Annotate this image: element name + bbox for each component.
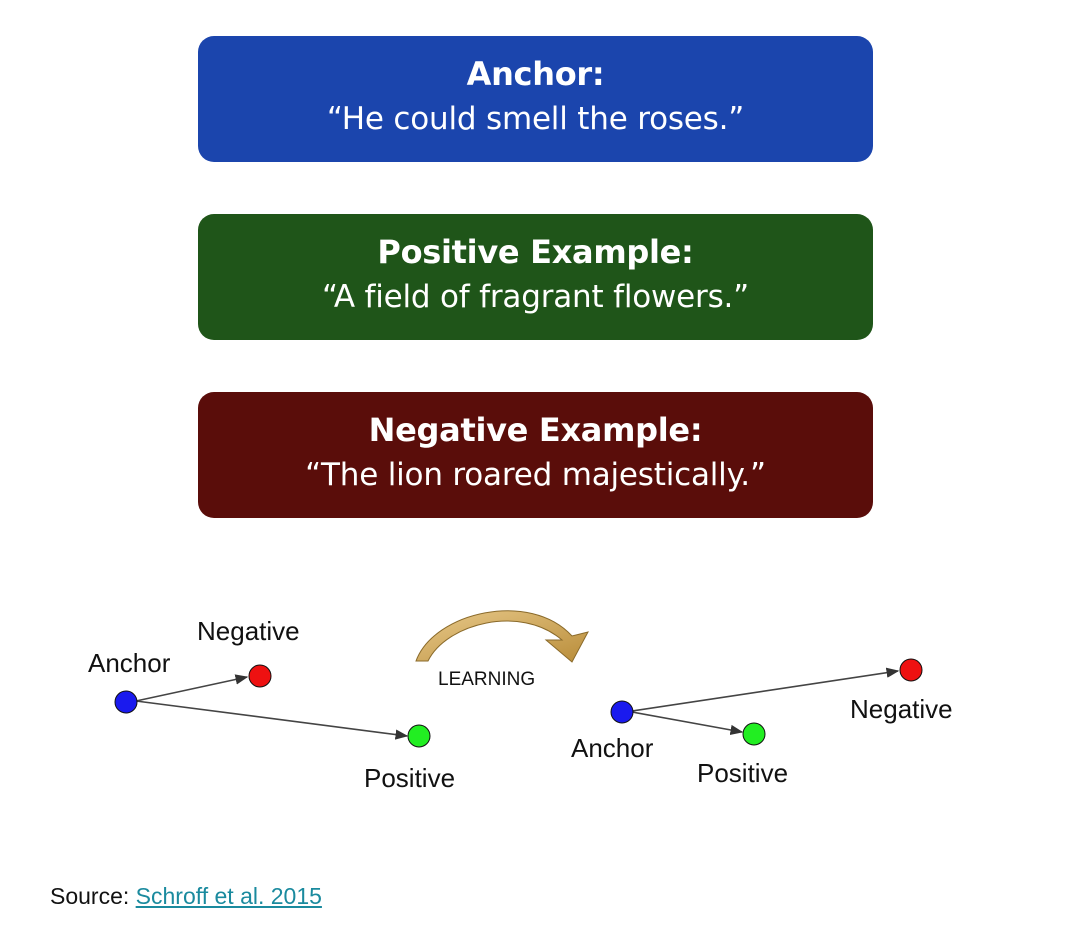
after-embedding: Anchor Positive Negative — [571, 658, 953, 788]
learning-label: LEARNING — [438, 669, 535, 690]
positive-card: Positive Example: “A field of fragrant f… — [198, 214, 873, 340]
before-anchor-label: Anchor — [88, 648, 171, 678]
before-negative-label: Negative — [197, 616, 300, 646]
anchor-to-negative-arrow — [135, 674, 249, 702]
positive-point — [407, 724, 431, 748]
anchor-to-positive-arrow — [135, 700, 409, 740]
after-anchor-point — [610, 700, 634, 724]
after-negative-point — [899, 658, 923, 682]
source-link[interactable]: Schroff et al. 2015 — [135, 883, 322, 909]
source-citation: Source: Schroff et al. 2015 — [50, 883, 322, 910]
anchor-card: Anchor: “He could smell the roses.” — [198, 36, 873, 162]
negative-point — [248, 664, 272, 688]
anchor-card-title: Anchor: — [466, 55, 605, 93]
anchor-point — [114, 690, 138, 714]
learning-curve-icon — [415, 610, 589, 663]
learning-arrow: LEARNING — [415, 610, 589, 690]
positive-card-quote: “A field of fragrant flowers.” — [321, 279, 750, 315]
source-label: Source: — [50, 883, 130, 909]
after-negative-label: Negative — [850, 694, 953, 724]
before-embedding: Anchor Negative Positive — [88, 616, 455, 793]
after-anchor-to-positive-arrow — [631, 711, 744, 735]
after-anchor-to-negative-arrow — [631, 667, 900, 712]
positive-card-title: Positive Example: — [377, 233, 694, 271]
negative-card-quote: “The lion roared majestically.” — [305, 457, 766, 493]
after-positive-point — [742, 722, 766, 746]
negative-card: Negative Example: “The lion roared majes… — [198, 392, 873, 518]
triplet-learning-diagram: Anchor Negative Positive LEARNING Anchor… — [88, 610, 953, 793]
before-positive-label: Positive — [364, 763, 455, 793]
after-positive-label: Positive — [697, 758, 788, 788]
negative-card-title: Negative Example: — [368, 411, 703, 449]
after-anchor-label: Anchor — [571, 733, 654, 763]
anchor-card-quote: “He could smell the roses.” — [326, 101, 745, 137]
